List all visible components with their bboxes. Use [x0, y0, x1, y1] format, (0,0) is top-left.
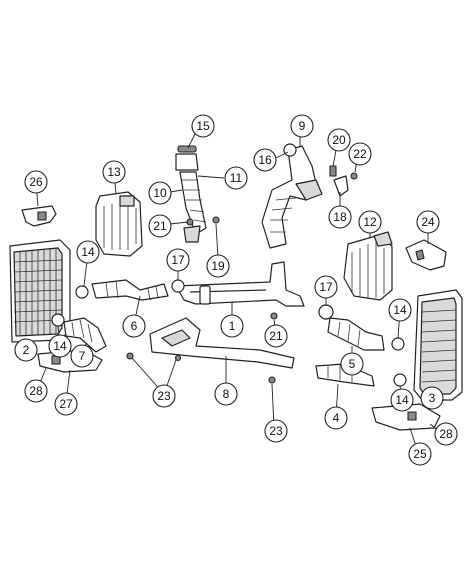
callout-20[interactable]: 20 — [327, 128, 351, 152]
left-intercooler — [9, 239, 71, 343]
callout-23-left[interactable]: 23 — [152, 384, 176, 408]
callout-25[interactable]: 25 — [408, 442, 432, 466]
svg-text:24: 24 — [421, 215, 435, 229]
svg-text:17: 17 — [171, 253, 185, 267]
svg-text:16: 16 — [258, 153, 272, 167]
clamp-14-lower-right — [393, 373, 407, 387]
svg-text:1: 1 — [229, 319, 236, 333]
callout-21-upper[interactable]: 21 — [148, 214, 172, 238]
svg-text:26: 26 — [29, 175, 43, 189]
svg-text:7: 7 — [79, 349, 86, 363]
callout-28-right[interactable]: 28 — [434, 422, 458, 446]
svg-text:10: 10 — [153, 186, 167, 200]
lower-left-hose — [63, 317, 107, 353]
callout-7[interactable]: 7 — [70, 344, 94, 368]
svg-text:25: 25 — [413, 447, 427, 461]
svg-text:20: 20 — [332, 133, 346, 147]
callout-28-left[interactable]: 28 — [24, 379, 48, 403]
lower-right-bracket — [371, 403, 441, 431]
callout-19[interactable]: 19 — [206, 254, 230, 278]
left-intake-hose — [91, 279, 169, 301]
svg-text:23: 23 — [157, 389, 171, 403]
svg-text:28: 28 — [29, 384, 43, 398]
throttle-body-hose — [261, 143, 323, 249]
bolt-23-left — [126, 352, 134, 360]
svg-text:2: 2 — [23, 343, 30, 357]
callout-18[interactable]: 18 — [328, 205, 352, 229]
lower-right-pipe — [315, 363, 375, 387]
callout-17-right[interactable]: 17 — [314, 275, 338, 299]
svg-text:21: 21 — [269, 329, 283, 343]
svg-text:23: 23 — [269, 424, 283, 438]
svg-text:4: 4 — [333, 411, 340, 425]
callout-14-lower-left[interactable]: 14 — [48, 334, 72, 358]
callout-14-right[interactable]: 14 — [388, 298, 412, 322]
callout-21-lower[interactable]: 21 — [264, 324, 288, 348]
resonator-housing — [95, 191, 143, 257]
callout-26[interactable]: 26 — [24, 170, 48, 194]
callout-4[interactable]: 4 — [324, 406, 348, 430]
bolt-23-right — [268, 376, 276, 384]
callout-14-lower-right[interactable]: 14 — [390, 388, 414, 412]
callout-5[interactable]: 5 — [340, 352, 364, 376]
callout-11[interactable]: 11 — [224, 166, 248, 190]
callout-17-left[interactable]: 17 — [166, 248, 190, 272]
svg-text:6: 6 — [131, 319, 138, 333]
upper-left-bracket — [21, 205, 57, 227]
callout-15[interactable]: 15 — [191, 114, 215, 138]
callout-3[interactable]: 3 — [420, 386, 444, 410]
clamp-14-left — [75, 285, 89, 299]
svg-text:12: 12 — [363, 215, 377, 229]
right-intercooler — [413, 289, 463, 401]
callout-23-right[interactable]: 23 — [264, 419, 288, 443]
svg-text:13: 13 — [107, 165, 121, 179]
callout-24[interactable]: 24 — [416, 210, 440, 234]
svg-text:14: 14 — [53, 339, 67, 353]
svg-text:22: 22 — [353, 147, 367, 161]
svg-text:14: 14 — [395, 393, 409, 407]
svg-text:18: 18 — [333, 210, 347, 224]
small-fasteners-top-right — [329, 165, 358, 197]
upper-charge-hose — [175, 145, 207, 243]
svg-text:27: 27 — [59, 397, 73, 411]
callout-8[interactable]: 8 — [214, 382, 238, 406]
bolt-21-lower — [270, 312, 278, 320]
clamp-14-right — [391, 337, 405, 351]
clamp-14-lower-left — [51, 313, 65, 327]
svg-text:15: 15 — [196, 119, 210, 133]
callout-27[interactable]: 27 — [54, 392, 78, 416]
upper-right-bracket — [405, 239, 447, 271]
right-resonator — [343, 231, 393, 301]
svg-text:9: 9 — [299, 119, 306, 133]
callout-12[interactable]: 12 — [358, 210, 382, 234]
lower-crossover-tube — [149, 317, 295, 369]
svg-text:14: 14 — [393, 303, 407, 317]
crossover-pipe — [175, 261, 305, 307]
bolt-19 — [212, 216, 220, 224]
svg-text:28: 28 — [439, 427, 453, 441]
callout-22[interactable]: 22 — [348, 142, 372, 166]
svg-text:5: 5 — [349, 357, 356, 371]
svg-text:8: 8 — [223, 387, 230, 401]
right-outlet-hose — [327, 317, 385, 351]
svg-text:14: 14 — [81, 245, 95, 259]
callout-6[interactable]: 6 — [122, 314, 146, 338]
callout-16[interactable]: 16 — [253, 148, 277, 172]
callout-13[interactable]: 13 — [102, 160, 126, 184]
svg-text:21: 21 — [153, 219, 167, 233]
svg-text:19: 19 — [211, 259, 225, 273]
clamp-17-left — [171, 279, 185, 293]
callout-1[interactable]: 1 — [220, 314, 244, 338]
callout-9[interactable]: 9 — [290, 114, 314, 138]
svg-text:11: 11 — [230, 171, 243, 185]
callout-14-left[interactable]: 14 — [76, 240, 100, 264]
callout-10[interactable]: 10 — [148, 181, 172, 205]
callout-2[interactable]: 2 — [14, 338, 38, 362]
svg-text:17: 17 — [319, 280, 333, 294]
svg-text:3: 3 — [429, 391, 436, 405]
clamp-17-right — [318, 304, 334, 320]
